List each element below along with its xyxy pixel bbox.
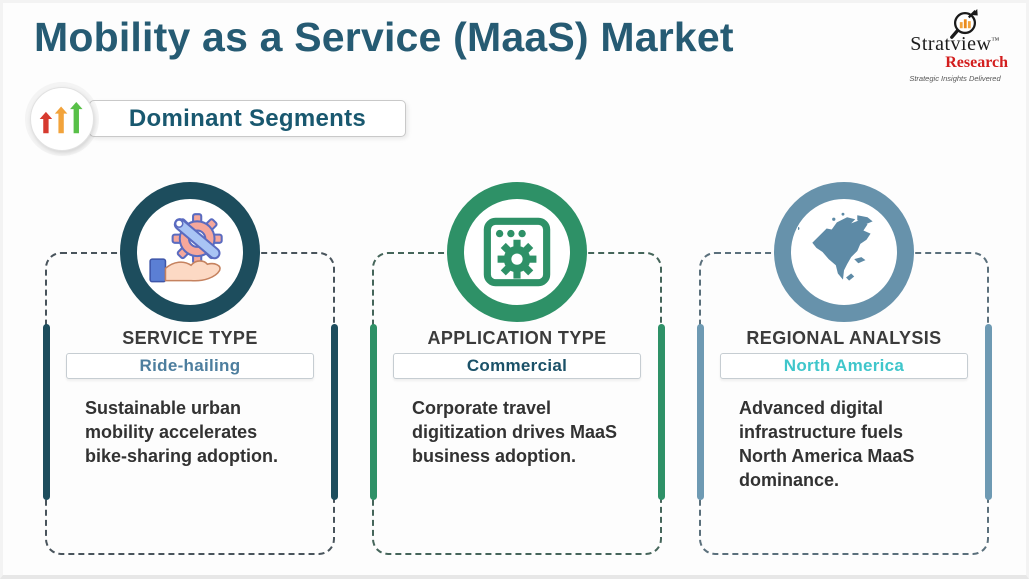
page-title: Mobility as a Service (MaaS) Market [34, 14, 734, 60]
app-window-gear-icon [483, 217, 551, 287]
accent-bar [984, 324, 992, 500]
accent-bar [330, 324, 338, 500]
stratview-logo: Stratview™ Research Strategic Insights D… [896, 8, 1014, 83]
card-heading: APPLICATION TYPE [427, 328, 607, 348]
card-icon-circle [774, 182, 914, 322]
card-heading: REGIONAL ANALYSIS [746, 328, 942, 348]
logo-tagline: Strategic Insights Delivered [909, 74, 1001, 83]
accent-bar [657, 324, 665, 500]
hand-gear-wrench-icon [149, 213, 223, 283]
segment-value: Commercial [393, 353, 641, 379]
accent-bar [42, 324, 50, 500]
north-america-map-icon [798, 212, 873, 281]
card-icon-circle [120, 182, 260, 322]
rising-arrows-icon [39, 102, 83, 134]
segment-value: Ride-hailing [66, 353, 314, 379]
card-description: Sustainable urban mobility accelerates b… [85, 398, 279, 466]
section-heading: Dominant Segments [89, 100, 406, 137]
card-description: Advanced digital infrastructure fuels No… [739, 398, 915, 490]
logo-sub-name: Research [945, 54, 1008, 71]
card-description: Corporate travel digitization drives Maa… [412, 398, 618, 466]
accent-bar [696, 324, 704, 500]
logo-name: Stratview™ [910, 33, 1000, 55]
accent-bar [369, 324, 377, 500]
card-regional-analysis: REGIONAL ANALYSIS North America Advanced… [696, 182, 992, 555]
magnifier-chart-icon [950, 8, 978, 39]
card-service-type: SERVICE TYPE Ride-hailing Sustainable ur… [42, 182, 338, 555]
segment-value: North America [720, 353, 968, 379]
card-heading: SERVICE TYPE [122, 328, 258, 348]
growth-arrows-badge [30, 87, 94, 151]
card-icon-circle [447, 182, 587, 322]
card-application-type: APPLICATION TYPE Commercial Corporate tr… [369, 182, 665, 555]
